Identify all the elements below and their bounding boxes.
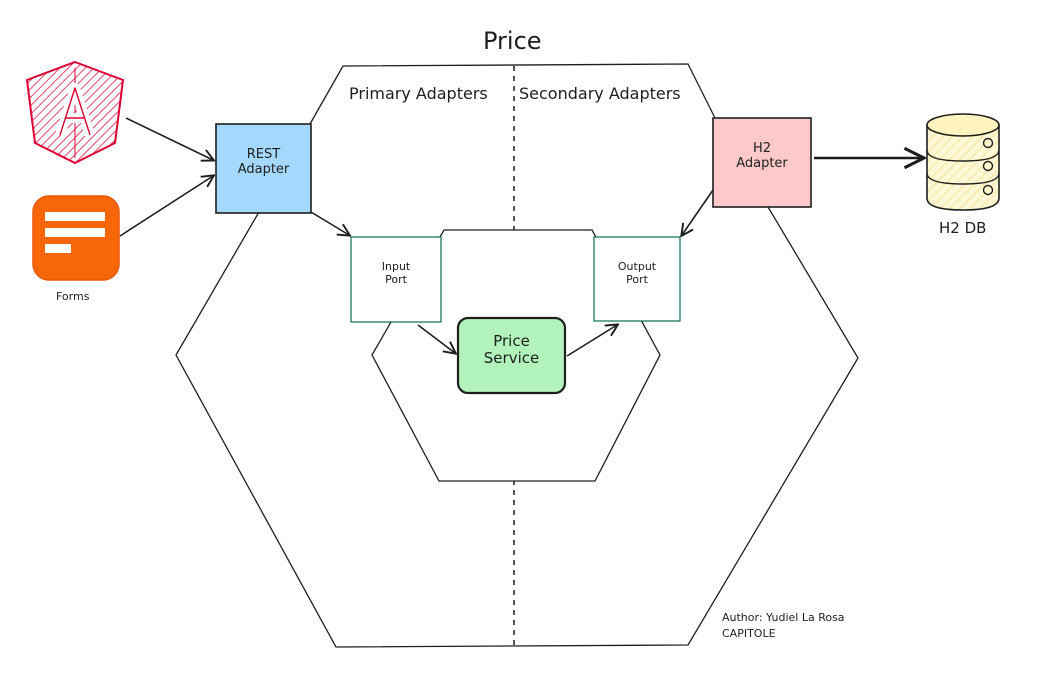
database-icon <box>926 113 1000 211</box>
h2-db-label: H2 DB <box>939 219 987 237</box>
rest-adapter-line1: REST <box>246 147 281 162</box>
output-port-line1: Output <box>617 260 657 273</box>
secondary-adapters-label: Secondary Adapters <box>519 84 681 103</box>
h2-adapter-box <box>712 117 812 208</box>
price-service-label: Price Service <box>458 332 565 368</box>
arrow-angular-to-rest <box>125 117 213 160</box>
author-line1: Author: Yudiel La Rosa <box>722 611 845 624</box>
forms-label: Forms <box>56 290 90 303</box>
rest-adapter-line2: Adapter <box>237 161 290 177</box>
arrow-rest-to-input <box>310 211 349 235</box>
forms-icon <box>32 195 120 281</box>
angular-logo-icon <box>25 60 125 165</box>
input-port-box <box>350 236 442 323</box>
h2-adapter-label: H2 Adapter <box>713 141 811 172</box>
h2-adapter-line1: H2 <box>752 141 772 156</box>
output-port-box <box>593 236 681 322</box>
price-service-box <box>456 316 567 395</box>
input-port-label: Input Port <box>351 260 441 286</box>
h2-adapter-line2: Adapter <box>736 155 788 171</box>
price-service-line1: Price <box>493 332 530 350</box>
output-port-line2: Port <box>626 272 648 286</box>
author-label: Author: Yudiel La Rosa CAPITOLE <box>722 610 845 642</box>
input-port-line1: Input <box>381 260 411 273</box>
author-line2: CAPITOLE <box>722 626 776 640</box>
rest-adapter-label: REST Adapter <box>216 147 311 178</box>
diagram-title: Price <box>483 27 542 55</box>
arrow-h2adapter-to-output <box>682 189 714 235</box>
price-service-line2: Service <box>483 349 540 368</box>
output-port-label: Output Port <box>594 260 680 286</box>
arrow-service-to-output <box>566 325 617 357</box>
input-port-line2: Port <box>385 272 407 286</box>
arrow-input-to-service <box>417 324 455 353</box>
rest-adapter-box <box>215 123 312 214</box>
primary-adapters-label: Primary Adapters <box>349 84 488 103</box>
arrow-forms-to-rest <box>119 176 213 237</box>
